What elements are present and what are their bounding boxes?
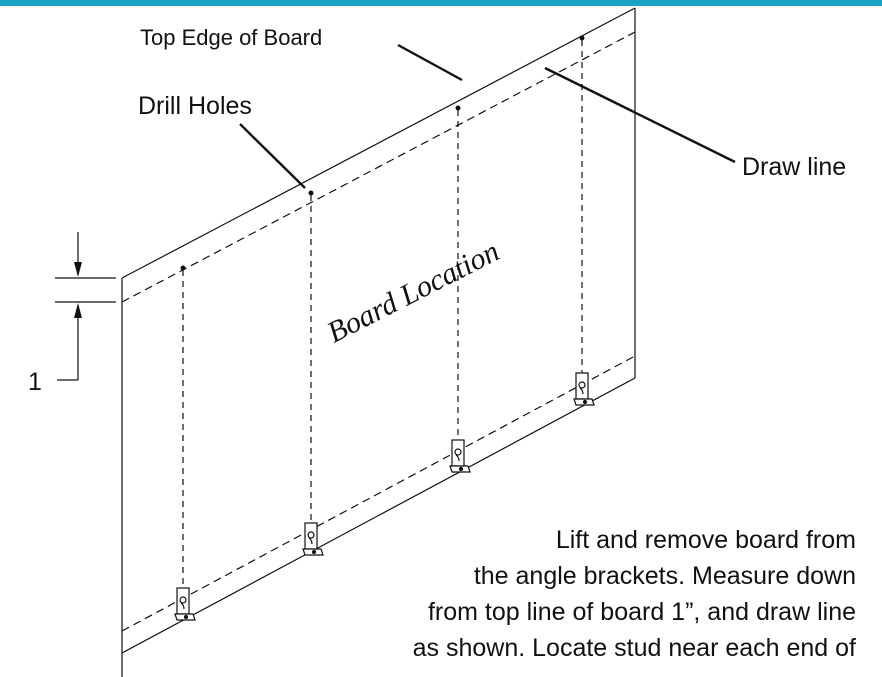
drill-holes-label: Drill Holes (138, 92, 252, 120)
bracket-line-dashed (121, 355, 636, 632)
draw-line-label: Draw line (742, 153, 847, 181)
draw-line-dashed (121, 31, 636, 303)
instruction-line: the angle brackets. Measure down (473, 562, 856, 590)
instruction-line: from top line of board 1”, and draw line (427, 598, 856, 626)
top-accent-bar (0, 0, 882, 6)
dim-arrowhead-bottom (74, 303, 82, 318)
instruction-text: Lift and remove board from the angle bra… (236, 522, 856, 666)
angle-bracket-1 (174, 587, 196, 621)
drill-holes-leader (239, 123, 306, 189)
drill-hole-1 (180, 265, 186, 271)
angle-bracket-3 (449, 439, 471, 473)
draw-line-leader (544, 66, 736, 164)
angle-bracket-4 (573, 372, 595, 406)
instruction-line: Lift and remove board from (555, 526, 856, 554)
dim-arrowhead-top (74, 262, 82, 277)
drill-hole-2 (308, 190, 314, 196)
top-edge-label: Top Edge of Board (140, 25, 323, 50)
angle-bracket-2 (302, 522, 324, 556)
instruction-line: as shown. Locate stud near each end of (412, 634, 856, 662)
top-edge-leader (397, 43, 463, 82)
drill-hole-3 (455, 105, 461, 111)
dimension-label: 1 (28, 368, 42, 396)
board-top-edge (121, 7, 636, 279)
drill-hole-4 (579, 35, 585, 41)
board-bottom-edge (121, 377, 636, 654)
